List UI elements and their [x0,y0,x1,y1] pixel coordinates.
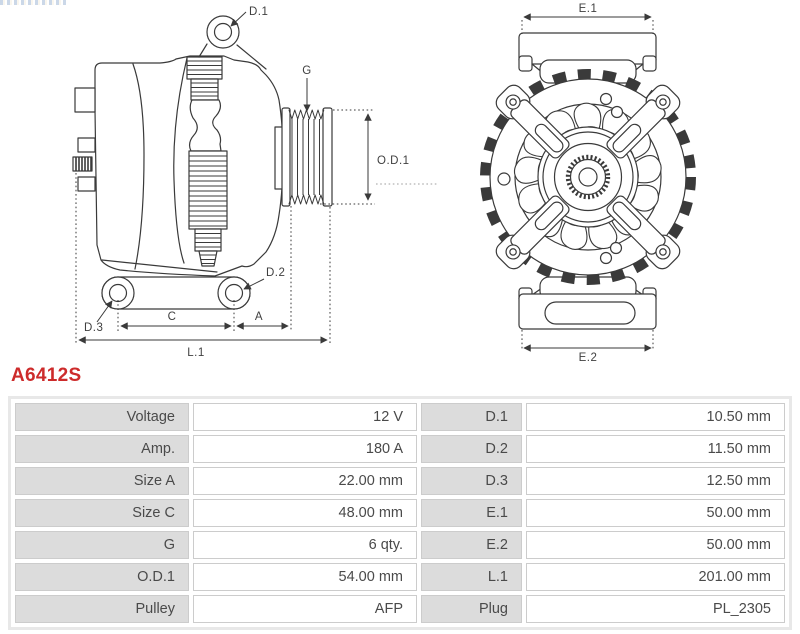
spec-value-cell: 180 A [193,435,417,463]
dim-label-d3: D.3 [84,322,103,334]
table-row: Size A 22.00 mm D.3 12.50 mm [15,467,785,495]
spec-label-cell: D.2 [421,435,522,463]
spec-label-cell: G [15,531,189,559]
spec-value-cell: 54.00 mm [193,563,417,591]
splined-shaft [565,154,611,200]
spec-label-cell: L.1 [421,563,522,591]
spec-value-cell: 12 V [193,403,417,431]
pulley [274,107,333,207]
spec-value-cell: 50.00 mm [526,531,785,559]
spec-label-cell: E.1 [421,499,522,527]
top-mount-hole [206,15,240,49]
spec-label-cell: Voltage [15,403,189,431]
bottom-slot [544,301,636,325]
watermark-strip [0,0,66,5]
spec-label-cell: O.D.1 [15,563,189,591]
spec-table: Voltage 12 V D.1 10.50 mm Amp. 180 A D.2… [11,399,789,627]
dim-label-e2: E.2 [579,352,598,364]
spec-value-cell: PL_2305 [526,595,785,623]
spec-value-cell: AFP [193,595,417,623]
spec-label-cell: E.2 [421,531,522,559]
spec-label-cell: Amp. [15,435,189,463]
front-view: E.1 E.2 [480,3,696,364]
rotor-stack [186,56,228,267]
spec-value-cell: 50.00 mm [526,499,785,527]
table-row: O.D.1 54.00 mm L.1 201.00 mm [15,563,785,591]
spec-value-cell: 11.50 mm [526,435,785,463]
spec-label-cell: Plug [421,595,522,623]
spec-value-cell: 6 qty. [193,531,417,559]
spec-value-cell: 12.50 mm [526,467,785,495]
dim-label-d2: D.2 [266,267,285,279]
table-row: Pulley AFP Plug PL_2305 [15,595,785,623]
part-number: A6412S [11,365,82,386]
dim-label-g: G [302,65,311,77]
table-row: Size C 48.00 mm E.1 50.00 mm [15,499,785,527]
spec-label-cell: Size C [15,499,189,527]
spec-value-cell: 201.00 mm [526,563,785,591]
table-row: Amp. 180 A D.2 11.50 mm [15,435,785,463]
dim-label-e1: E.1 [579,3,598,15]
technical-drawing: D.1 G O.D.1 D.2 D.3 C A L.1 [72,3,696,364]
dim-label-a: A [255,311,263,323]
spec-label-cell: Size A [15,467,189,495]
vent-teeth-ring [480,69,696,285]
dim-label-od1: O.D.1 [377,155,410,167]
spec-label-cell: D.1 [421,403,522,431]
threaded-stud [72,156,93,172]
dim-label-c: C [168,311,177,323]
spec-value-cell: 48.00 mm [193,499,417,527]
spec-value-cell: 10.50 mm [526,403,785,431]
spec-table-container: Voltage 12 V D.1 10.50 mm Amp. 180 A D.2… [8,396,792,630]
spec-label-cell: D.3 [421,467,522,495]
spec-label-cell: Pulley [15,595,189,623]
dim-label-d1: D.1 [249,6,268,18]
table-row: G 6 qty. E.2 50.00 mm [15,531,785,559]
table-row: Voltage 12 V D.1 10.50 mm [15,403,785,431]
dim-label-l1: L.1 [187,347,205,359]
spec-value-cell: 22.00 mm [193,467,417,495]
side-view: D.1 G O.D.1 D.2 D.3 C A L.1 [72,6,437,359]
